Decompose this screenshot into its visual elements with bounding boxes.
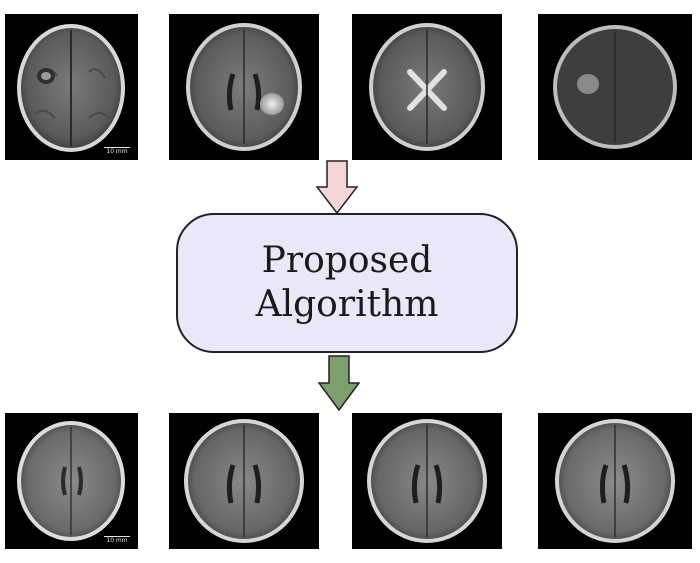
input-scan-3 — [352, 14, 502, 160]
brain-mri-image — [553, 25, 677, 149]
output-scan-2 — [169, 413, 319, 549]
brain-mri-image — [555, 419, 675, 543]
algorithm-label: Proposed Algorithm — [255, 240, 439, 325]
input-scan-2 — [169, 14, 319, 160]
brain-mri-image — [186, 23, 302, 151]
brain-mri-image — [17, 24, 125, 152]
scale-bar: 10 mm — [104, 147, 130, 155]
brain-mri-image — [369, 23, 485, 151]
scale-bar-label: 10 mm — [106, 148, 128, 155]
output-scan-1: 10 mm — [5, 413, 138, 549]
input-arrow — [316, 160, 358, 215]
output-arrow — [318, 355, 360, 412]
scale-bar: 10 mm — [104, 536, 130, 544]
brain-mri-image — [367, 419, 487, 543]
algorithm-box: Proposed Algorithm — [176, 213, 518, 353]
input-scan-4 — [538, 14, 692, 160]
scale-bar-label: 10 mm — [106, 537, 128, 544]
input-scan-1: 10 mm — [5, 14, 138, 160]
output-scan-4 — [538, 413, 692, 549]
output-scan-3 — [352, 413, 502, 549]
brain-mri-image — [184, 419, 304, 543]
brain-mri-image — [17, 421, 125, 541]
